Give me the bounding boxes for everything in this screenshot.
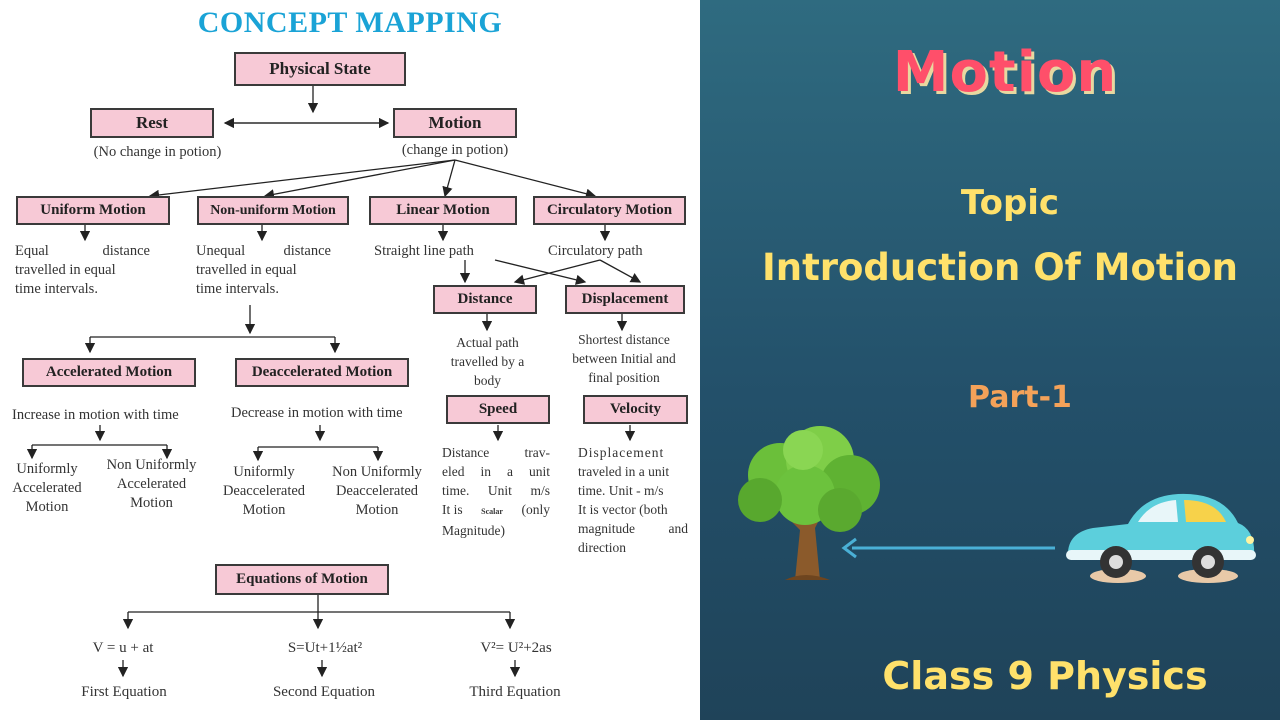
linear-desc: Straight line path <box>374 243 474 259</box>
distance-desc: Actual path travelled by a body <box>450 335 525 388</box>
nonuniformly-deaccelerated: Non Uniformly Deaccelerated Motion <box>332 464 422 518</box>
second-equation: S=Ut+1½at² <box>287 640 363 656</box>
second-equation-label: Second Equation <box>272 684 376 700</box>
circulatory-desc: Circulatory path <box>548 243 643 259</box>
nonuniformly-accelerated: Non Uniformly Accelerated Motion <box>106 457 197 511</box>
connector-lines <box>26 86 642 678</box>
part-label: Part-1 <box>968 380 1072 415</box>
displacement-box: Displacement <box>565 285 685 314</box>
velocity-box: Velocity <box>583 395 688 424</box>
uniformly-accelerated: Uniformly Accelerated Motion <box>12 461 82 515</box>
deaccelerated-motion-box: Deaccelerated Motion <box>235 358 409 387</box>
physical-state-box: Physical State <box>234 52 406 86</box>
circulatory-motion-box: Circulatory Motion <box>533 196 686 225</box>
linear-motion-box: Linear Motion <box>369 196 517 225</box>
third-equation: V²= U²+2as <box>480 640 552 656</box>
tree-icon <box>738 426 880 580</box>
equations-of-motion-box: Equations of Motion <box>215 564 389 595</box>
speed-desc: Distance trav- eled in a unit time. Unit… <box>442 445 550 538</box>
direction-arrow-icon <box>841 537 1055 559</box>
class-label: Class 9 Physics <box>882 654 1208 698</box>
first-equation: V = u + at <box>92 640 154 656</box>
topic-label: Topic <box>960 183 1060 223</box>
uniformly-deaccelerated: Uniformly Deaccelerated Motion <box>222 464 306 518</box>
uniform-motion-box: Uniform Motion <box>16 196 170 225</box>
speed-box: Speed <box>446 395 550 424</box>
motion-note: (change in potion) <box>401 142 509 158</box>
car-icon <box>1066 493 1256 583</box>
concept-map-title: CONCEPT MAPPING <box>197 6 503 39</box>
rest-note: (No change in potion) <box>93 144 222 160</box>
topic-title: Introduction Of Motion <box>761 246 1239 289</box>
distance-box: Distance <box>433 285 537 314</box>
banner-title: Motion <box>892 40 1118 105</box>
accelerated-motion-box: Accelerated Motion <box>22 358 196 387</box>
velocity-desc: Displacement traveled in a unit time. Un… <box>578 445 688 555</box>
rest-box: Rest <box>90 108 214 138</box>
first-equation-label: First Equation <box>81 684 167 700</box>
displacement-desc: Shortest distance between Initial and fi… <box>572 332 676 385</box>
accelerated-desc: Increase in motion with time <box>12 407 179 423</box>
concept-map-panel: CONCEPT MAPPING Physical State Rest (No … <box>12 6 688 700</box>
third-equation-label: Third Equation <box>469 684 561 700</box>
nonuniform-motion-box: Non-uniform Motion <box>197 196 349 225</box>
banner-panel <box>700 0 1280 720</box>
deaccelerated-desc: Decrease in motion with time <box>231 405 403 421</box>
motion-box: Motion <box>393 108 517 138</box>
